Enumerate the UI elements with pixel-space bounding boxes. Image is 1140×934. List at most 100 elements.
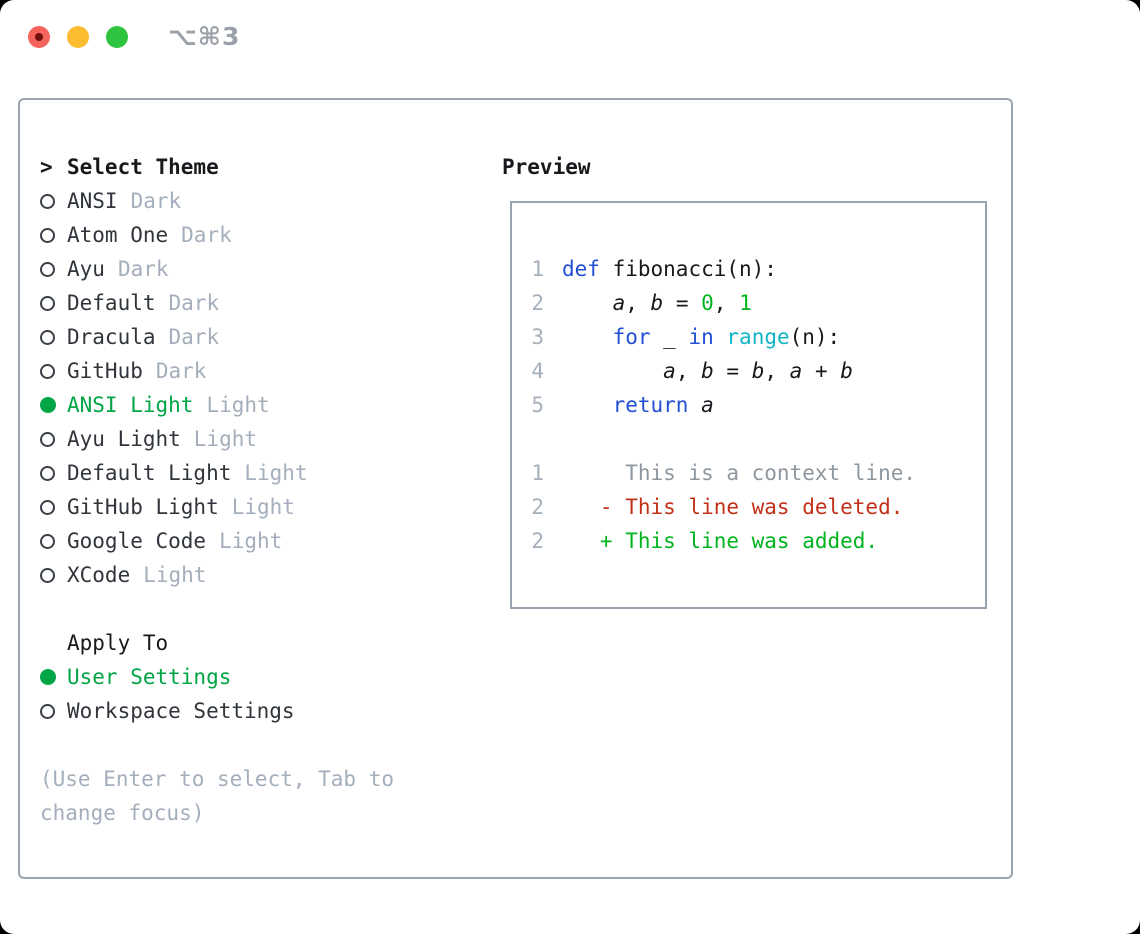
code-segment: , xyxy=(713,291,740,315)
code-segment: a xyxy=(663,359,676,383)
code-segment: in xyxy=(688,325,714,349)
code-segment: , xyxy=(625,291,651,315)
line-number: 1 xyxy=(531,257,544,281)
line-number: 1 xyxy=(531,461,544,485)
theme-variant-badge: Light xyxy=(143,563,207,587)
code-segment: 1 xyxy=(739,291,752,315)
theme-variant-badge: Light xyxy=(193,427,258,451)
theme-name: GitHub Light xyxy=(67,495,219,519)
code-text: a, b = b, a + b xyxy=(562,359,853,383)
line-number: 4 xyxy=(531,359,544,383)
theme-name: ANSI xyxy=(67,189,118,213)
code-segment: _ xyxy=(650,325,689,349)
radio-marker xyxy=(40,703,67,719)
theme-variant-badge: Dark xyxy=(168,325,220,349)
apply-option[interactable]: User Settings xyxy=(40,660,502,694)
code-line: 4 a, b = b, a + b xyxy=(530,354,985,388)
radio-marker xyxy=(40,567,67,583)
code-segment xyxy=(688,393,701,417)
code-segment: range xyxy=(726,325,790,349)
code-segment: def xyxy=(562,257,600,281)
cursor-marker: > xyxy=(40,155,53,179)
radio-selected-icon xyxy=(40,397,56,413)
line-number: 2 xyxy=(531,529,544,553)
code-line: 2 a, b = 0, 1 xyxy=(530,286,985,320)
radio-marker xyxy=(40,295,67,311)
apply-option-label: User Settings xyxy=(67,665,232,689)
code-segment xyxy=(562,291,613,315)
radio-marker xyxy=(40,499,67,515)
apply-to-header: Apply To xyxy=(67,631,169,655)
preview-header: Preview xyxy=(502,155,591,179)
theme-option[interactable]: Atom One Dark xyxy=(40,218,502,252)
radio-selected-icon xyxy=(40,669,56,685)
theme-option[interactable]: ANSI Dark xyxy=(40,184,502,218)
close-dot-icon xyxy=(35,33,43,41)
code-text: - This line was deleted. xyxy=(562,495,903,519)
code-segment xyxy=(562,325,613,349)
radio-unselected-icon xyxy=(40,703,55,719)
code-line: 1 This is a context line. xyxy=(530,456,985,490)
code-segment: (n): xyxy=(789,325,841,349)
titlebar: ⌥⌘3 xyxy=(0,0,1140,74)
code-segment: b xyxy=(701,359,714,383)
radio-unselected-icon xyxy=(40,295,55,311)
code-line xyxy=(530,422,985,456)
code-text: a, b = 0, 1 xyxy=(562,291,752,315)
theme-option[interactable]: Dracula Dark xyxy=(40,320,502,354)
theme-name: Atom One xyxy=(67,223,169,247)
minimize-button-icon[interactable] xyxy=(67,26,89,48)
line-number: 5 xyxy=(531,393,544,417)
theme-variant-badge: Light xyxy=(219,529,283,553)
keyboard-hint-text: (Use Enter to select, Tab to change focu… xyxy=(40,767,395,825)
code-text: for _ in range(n): xyxy=(562,325,841,349)
window-controls xyxy=(28,26,128,48)
theme-variant-badge: Dark xyxy=(168,291,220,315)
radio-unselected-icon xyxy=(40,567,55,583)
apply-option-label: Workspace Settings xyxy=(67,699,295,723)
theme-name: Ayu xyxy=(67,257,105,281)
code-segment: b xyxy=(840,359,853,383)
code-segment xyxy=(562,359,663,383)
zoom-button-icon[interactable] xyxy=(106,26,128,48)
code-segment: , xyxy=(675,359,702,383)
theme-name: Dracula xyxy=(67,325,156,349)
code-segment: = xyxy=(713,359,752,383)
code-segment: return xyxy=(612,393,689,417)
radio-unselected-icon xyxy=(40,533,55,549)
apply-to-header-row: Apply To xyxy=(40,626,502,660)
code-segment xyxy=(562,393,613,417)
theme-variant-badge: Dark xyxy=(181,223,232,247)
theme-option[interactable]: ANSI Light Light xyxy=(40,388,502,422)
radio-marker xyxy=(40,193,67,209)
code-segment: - This line was deleted. xyxy=(562,495,904,519)
radio-marker xyxy=(40,329,67,345)
code-line: 2 - This line was deleted. xyxy=(530,490,985,524)
theme-name: ANSI Light xyxy=(67,393,194,417)
code-segment: + xyxy=(802,359,841,383)
theme-variant-badge: Light xyxy=(206,393,270,417)
close-button-icon[interactable] xyxy=(28,26,50,48)
window-title: ⌥⌘3 xyxy=(168,22,241,51)
radio-marker xyxy=(40,261,67,277)
code-line: 5 return a xyxy=(530,388,985,422)
select-theme-header-row: > Select Theme xyxy=(40,150,502,184)
theme-variant-badge: Light xyxy=(244,461,308,485)
theme-variant-badge: Dark xyxy=(130,189,182,213)
apply-option[interactable]: Workspace Settings xyxy=(40,694,502,728)
